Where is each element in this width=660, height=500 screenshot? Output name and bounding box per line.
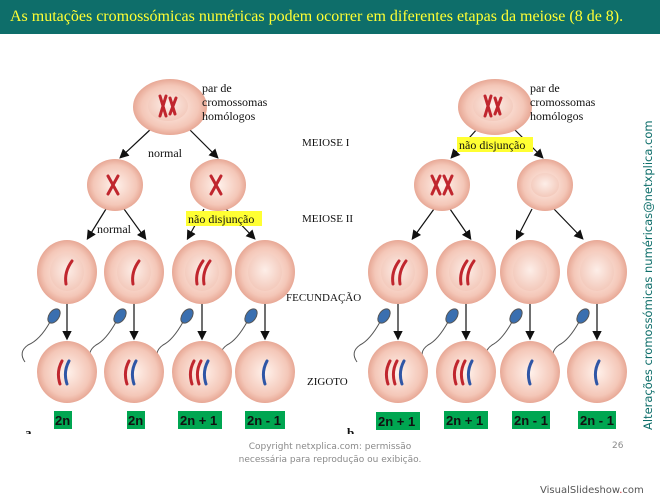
pair-label-b-line3: homólogos [530, 109, 584, 123]
result-b1: 2n + 1 [378, 414, 415, 429]
panel-a-letter: a. [25, 425, 35, 434]
result-a3: 2n + 1 [180, 413, 217, 428]
nao-disjuncao-b-text: não disjunção [459, 138, 525, 152]
meiose1-label: MEIOSE I [302, 137, 350, 149]
result-a2: 2n [128, 413, 143, 428]
result-b3: 2n - 1 [514, 413, 548, 428]
gamete-b2 [436, 240, 496, 304]
nao-disjuncao-a-text: não disjunção [188, 212, 254, 226]
gamete-b4 [567, 240, 627, 304]
fecundacao-label: FECUNDAÇÃO [286, 292, 361, 304]
copyright-line2: necessária para reprodução ou exibição. [238, 455, 422, 465]
watermark-link[interactable]: VisualSlideshow.com [540, 485, 644, 496]
zygote-b3 [500, 341, 560, 403]
cell-a-parent [133, 79, 207, 135]
title-bar: As mutações cromossómicas numéricas pode… [0, 0, 660, 34]
page-number: 26 [612, 441, 624, 451]
zygote-a3 [172, 341, 232, 403]
footer-copyright: Copyright netxplica.com: permissão neces… [230, 441, 430, 467]
gamete-a3 [172, 240, 232, 304]
copyright-line1: Copyright netxplica.com: permissão [248, 442, 412, 452]
normal-label-2: normal [97, 222, 132, 236]
zygote-b2 [436, 341, 496, 403]
pair-label-a-line2: cromossomas [202, 95, 268, 109]
results-b: 2n + 1 2n + 1 2n - 1 2n - 1 [376, 411, 616, 430]
meiose2-label: MEIOSE II [302, 213, 353, 225]
normal-label-1: normal [148, 146, 183, 160]
result-b2: 2n + 1 [446, 413, 483, 428]
gamete-a1 [37, 240, 97, 304]
watermark-part1: VisualSlideshow [540, 485, 620, 496]
cell-b-meiosis1-right [517, 159, 573, 211]
results-a: 2n 2n 2n + 1 2n - 1 [54, 411, 285, 429]
zigoto-label: ZIGOTO [307, 376, 348, 388]
side-credit: Alterações cromossómicas numéricas@netxp… [641, 120, 655, 430]
nao-disjuncao-a: não disjunção [186, 211, 262, 226]
cell-a-meiosis1-right [190, 159, 246, 211]
zygote-b4 [567, 341, 627, 403]
watermark-part2: com [622, 485, 644, 496]
nao-disjuncao-b: não disjunção [457, 137, 533, 152]
gamete-a2 [104, 240, 164, 304]
result-a1: 2n [55, 413, 70, 428]
result-b4: 2n - 1 [580, 413, 614, 428]
panel-b-letter: b. [347, 425, 357, 434]
cell-a-meiosis1-left [87, 159, 143, 211]
cell-b-meiosis1-left [414, 159, 470, 211]
gamete-b3 [500, 240, 560, 304]
zygote-a2 [104, 341, 164, 403]
panel-b-arrows [393, 127, 602, 341]
cell-b-parent [458, 79, 532, 135]
zygote-a1 [37, 341, 97, 403]
pair-label-a-line1: par de [202, 81, 232, 95]
result-a4: 2n - 1 [247, 413, 281, 428]
meiosis-diagram: par de cromossomas homólogos par de crom… [21, 79, 627, 434]
slide-title: As mutações cromossómicas numéricas pode… [10, 8, 624, 25]
pair-label-a-line3: homólogos [202, 109, 256, 123]
pair-label-b-line1: par de [530, 81, 560, 95]
zygote-a4 [235, 341, 295, 403]
zygote-b1 [368, 341, 428, 403]
gamete-b1 [368, 240, 428, 304]
watermark-dot: . [619, 485, 623, 496]
pair-label-b-line2: cromossomas [530, 95, 596, 109]
gamete-a4 [235, 240, 295, 304]
